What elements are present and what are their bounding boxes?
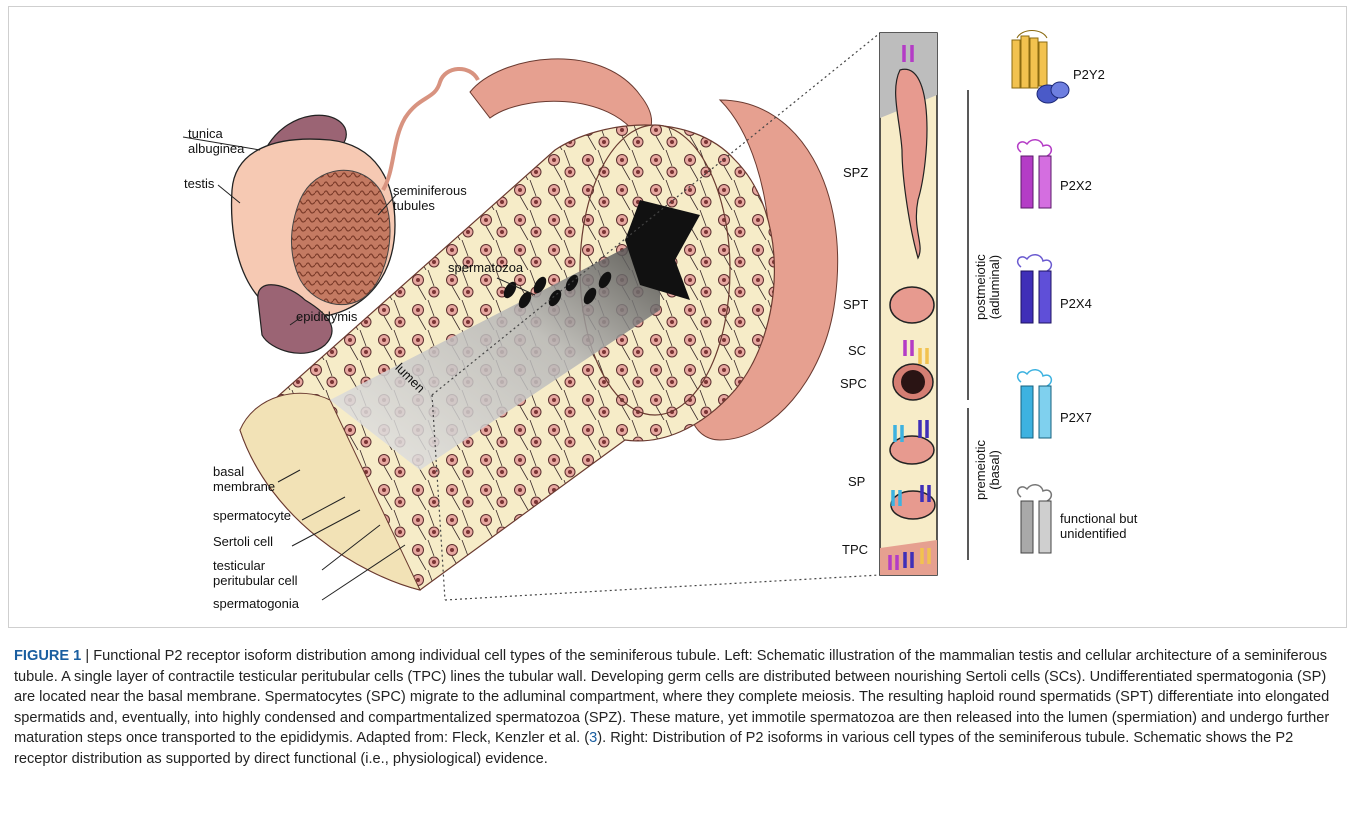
label-sc: SC <box>848 343 866 358</box>
label-line: albuginea <box>188 141 244 156</box>
label-line: seminiferous <box>393 183 467 198</box>
label-tunica-albuginea: tunica albuginea <box>188 126 244 156</box>
receptor-legend <box>1012 31 1069 554</box>
label-seminiferous-tubules: seminiferous tubules <box>393 183 467 213</box>
label-p2y2: P2Y2 <box>1073 67 1105 82</box>
label-spz: SPZ <box>843 165 868 180</box>
label-spc: SPC <box>840 376 867 391</box>
label-basal-membrane: basal membrane <box>213 464 275 494</box>
duct-line <box>383 69 478 190</box>
label-testicular-peritubular-cell: testicular peritubular cell <box>213 558 298 588</box>
p2x4-icon <box>1018 255 1052 323</box>
zoom-panel <box>880 33 968 575</box>
label-line: membrane <box>213 479 275 494</box>
label-line: tunica <box>188 126 244 141</box>
label-line: testicular <box>213 558 298 573</box>
p2x2-icon <box>1018 140 1052 208</box>
figure-caption: FIGURE 1 | Functional P2 receptor isofor… <box>14 646 1342 769</box>
label-sp: SP <box>848 474 865 489</box>
label-line: postmeiotic <box>974 254 988 320</box>
label-line: tubules <box>393 198 467 213</box>
unidentified-receptor-icon <box>1018 485 1052 553</box>
label-line: (adluminal) <box>988 254 1002 320</box>
label-postmeiotic: postmeiotic (adluminal) <box>974 254 1002 320</box>
label-spt: SPT <box>843 297 868 312</box>
seminiferous-tubules-mass <box>291 170 390 304</box>
label-spermatogonia: spermatogonia <box>213 596 299 611</box>
label-testis: testis <box>184 176 214 191</box>
p2x7-icon <box>1018 370 1052 438</box>
label-line: premeiotic <box>974 440 988 500</box>
label-spermatocyte: spermatocyte <box>213 508 291 523</box>
label-premeiotic: premeiotic (basal) <box>974 440 1002 500</box>
label-sertoli-cell: Sertoli cell <box>213 534 273 549</box>
label-line: (basal) <box>988 440 1002 500</box>
label-p2x4: P2X4 <box>1060 296 1092 311</box>
caption-separator: | <box>85 648 89 664</box>
p2y2-icon <box>1012 31 1069 104</box>
figure-number: FIGURE 1 <box>14 648 81 664</box>
label-spermatozoa: spermatozoa <box>448 260 523 275</box>
label-tpc: TPC <box>842 542 868 557</box>
label-line: unidentified <box>1060 526 1137 541</box>
label-p2x7: P2X7 <box>1060 410 1092 425</box>
label-line: basal <box>213 464 275 479</box>
label-epididymis: epididymis <box>296 309 357 324</box>
label-line: functional but <box>1060 511 1137 526</box>
figure-illustration <box>0 0 1355 640</box>
label-unidentified: functional but unidentified <box>1060 511 1137 541</box>
label-line: peritubular cell <box>213 573 298 588</box>
label-p2x2: P2X2 <box>1060 178 1092 193</box>
